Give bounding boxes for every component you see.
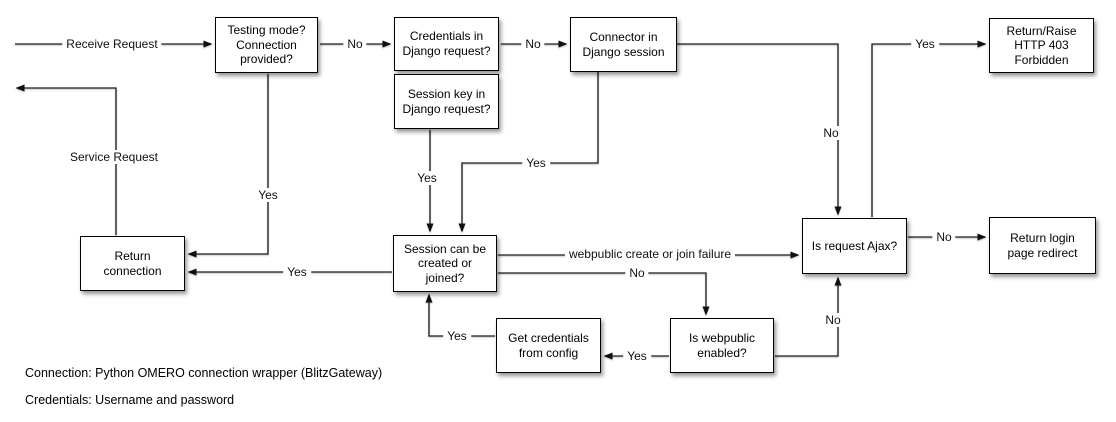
edge-label-connector-no: No [819,126,843,140]
edge-label-ajax-no: No [932,230,956,244]
node-return-connection: Return connection [80,236,185,291]
edge-label-credentials-no: No [521,37,545,51]
node-is-webpublic-enabled-label: Is webpublic enabled? [688,330,756,360]
node-connector-in-session: Connector in Django session [570,17,677,72]
edge-webpublic-no [775,276,842,357]
edge-get-credentials-yes [425,293,495,337]
edge-label-receive-request: Receive Request [62,37,162,51]
node-connector-in-session-label: Connector in Django session [582,29,665,59]
node-testing-mode-label: Testing mode? Connection provided? [227,23,306,67]
node-is-webpublic-enabled: Is webpublic enabled? [670,318,774,373]
node-session-create-join: Session can be created or joined? [393,235,497,292]
edge-label-webpublic-no: No [821,313,845,327]
node-testing-mode: Testing mode? Connection provided? [215,17,318,73]
edge-label-testing-yes: Yes [254,188,282,202]
node-return-connection-label: Return connection [103,248,162,278]
edge-label-webpublic-failure: webpublic create or join failure [564,247,736,261]
edge-label-session-no: No [625,266,649,280]
edge-label-testing-no: No [343,37,367,51]
edge-label-ajax-yes: Yes [911,37,939,51]
node-get-credentials-config: Get credentials from config [496,318,601,373]
node-session-create-join-label: Session can be created or joined? [403,241,487,285]
edge-label-webpublic-yes: Yes [623,349,651,363]
node-is-request-ajax-label: Is request Ajax? [811,238,898,253]
edge-label-session-yes: Yes [283,265,311,279]
node-is-request-ajax: Is request Ajax? [802,218,907,274]
note-credentials-definition: Credentials: Username and password [25,393,235,407]
node-credentials-in-request: Credentials in Django request? [394,17,499,71]
edge-ajax-yes [871,40,987,217]
edge-label-get-credentials-yes: Yes [443,329,471,343]
node-session-key-in-request: Session key in Django request? [394,74,499,129]
edge-session-no [498,272,710,316]
node-return-login-redirect-label: Return login page redirect [1007,230,1078,260]
edge-service-request [15,84,117,235]
node-session-key-in-request-label: Session key in Django request? [402,86,491,116]
note-connection-definition: Connection: Python OMERO connection wrap… [25,366,383,380]
node-http-403: Return/Raise HTTP 403 Forbidden [989,18,1094,73]
node-http-403-label: Return/Raise HTTP 403 Forbidden [1006,23,1077,67]
node-return-login-redirect: Return login page redirect [989,217,1096,274]
edge-label-connector-yes: Yes [522,156,550,170]
edge-label-session-key-yes: Yes [413,171,441,185]
edge-label-service-request: Service Request [65,150,163,164]
edge-connector-no [677,43,842,216]
edge-testing-yes [187,74,269,258]
node-get-credentials-config-label: Get credentials from config [508,330,589,360]
node-credentials-in-request-label: Credentials in Django request? [402,29,491,58]
